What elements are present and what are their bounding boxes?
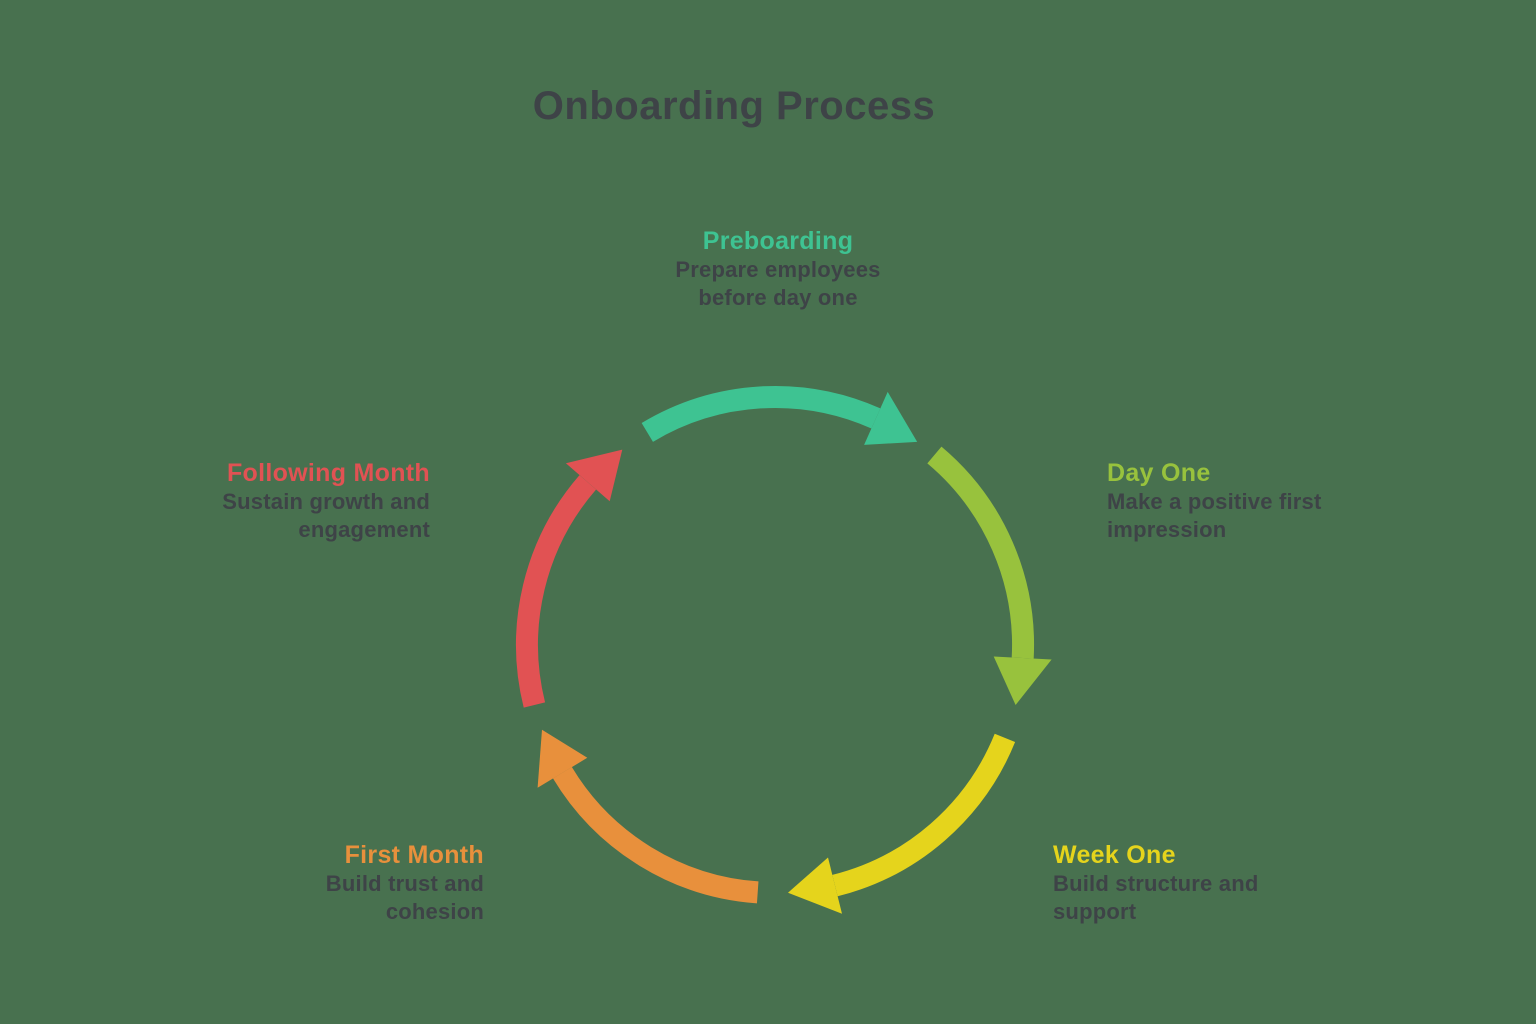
- cycle-arrowhead-first-month: [537, 729, 588, 788]
- step-day-one-label: Day One: [1107, 459, 1211, 487]
- step-first-month-description-line2: cohesion: [385, 899, 484, 924]
- step-day-one-description: Make a positive first impression: [1107, 488, 1322, 544]
- step-first-month-label: First Month: [344, 841, 484, 869]
- step-week-one-description: Build structure and support: [1053, 870, 1259, 926]
- step-preboarding-description-line2: before day one: [698, 285, 858, 310]
- step-first-month: First Month Build trust and cohesion: [326, 840, 484, 926]
- step-week-one-label: Week One: [1053, 841, 1176, 869]
- step-first-month-description-line1: Build trust and: [325, 871, 484, 896]
- cycle-arrowhead-week-one: [788, 857, 842, 914]
- step-week-one-description-line2: support: [1053, 899, 1137, 924]
- page-title: Onboarding Process: [532, 84, 936, 128]
- step-preboarding-description-line1: Prepare employees: [675, 257, 881, 282]
- cycle-arc-first-month: [552, 766, 759, 904]
- step-week-one-description-line1: Build structure and: [1053, 871, 1259, 896]
- step-week-one: Week One Build structure and support: [1053, 840, 1259, 926]
- step-following-month-description-line1: Sustain growth and: [222, 489, 430, 514]
- step-following-month-description-line2: engagement: [298, 517, 430, 542]
- step-day-one: Day One Make a positive first impression: [1107, 458, 1322, 544]
- cycle-arrowhead-day-one: [993, 656, 1052, 705]
- step-following-month-label: Following Month: [226, 459, 430, 487]
- cycle-arrowhead-preboarding: [864, 391, 918, 445]
- step-preboarding-description: Prepare employees before day one: [675, 256, 880, 312]
- cycle-arrowhead-following-month: [565, 449, 623, 502]
- step-day-one-description-line1: Make a positive first: [1107, 489, 1322, 514]
- cycle-arc-following-month: [516, 475, 597, 708]
- step-following-month: Following Month Sustain growth and engag…: [222, 458, 430, 544]
- step-preboarding: Preboarding Prepare employees before day…: [675, 226, 880, 312]
- step-preboarding-label: Preboarding: [702, 227, 854, 255]
- cycle-arc-preboarding: [641, 385, 881, 442]
- cycle-arc-week-one: [832, 733, 1016, 897]
- step-following-month-description: Sustain growth and engagement: [222, 488, 430, 544]
- step-first-month-description: Build trust and cohesion: [326, 870, 484, 926]
- step-day-one-description-line2: impression: [1107, 517, 1227, 542]
- cycle-arc-day-one: [927, 446, 1035, 659]
